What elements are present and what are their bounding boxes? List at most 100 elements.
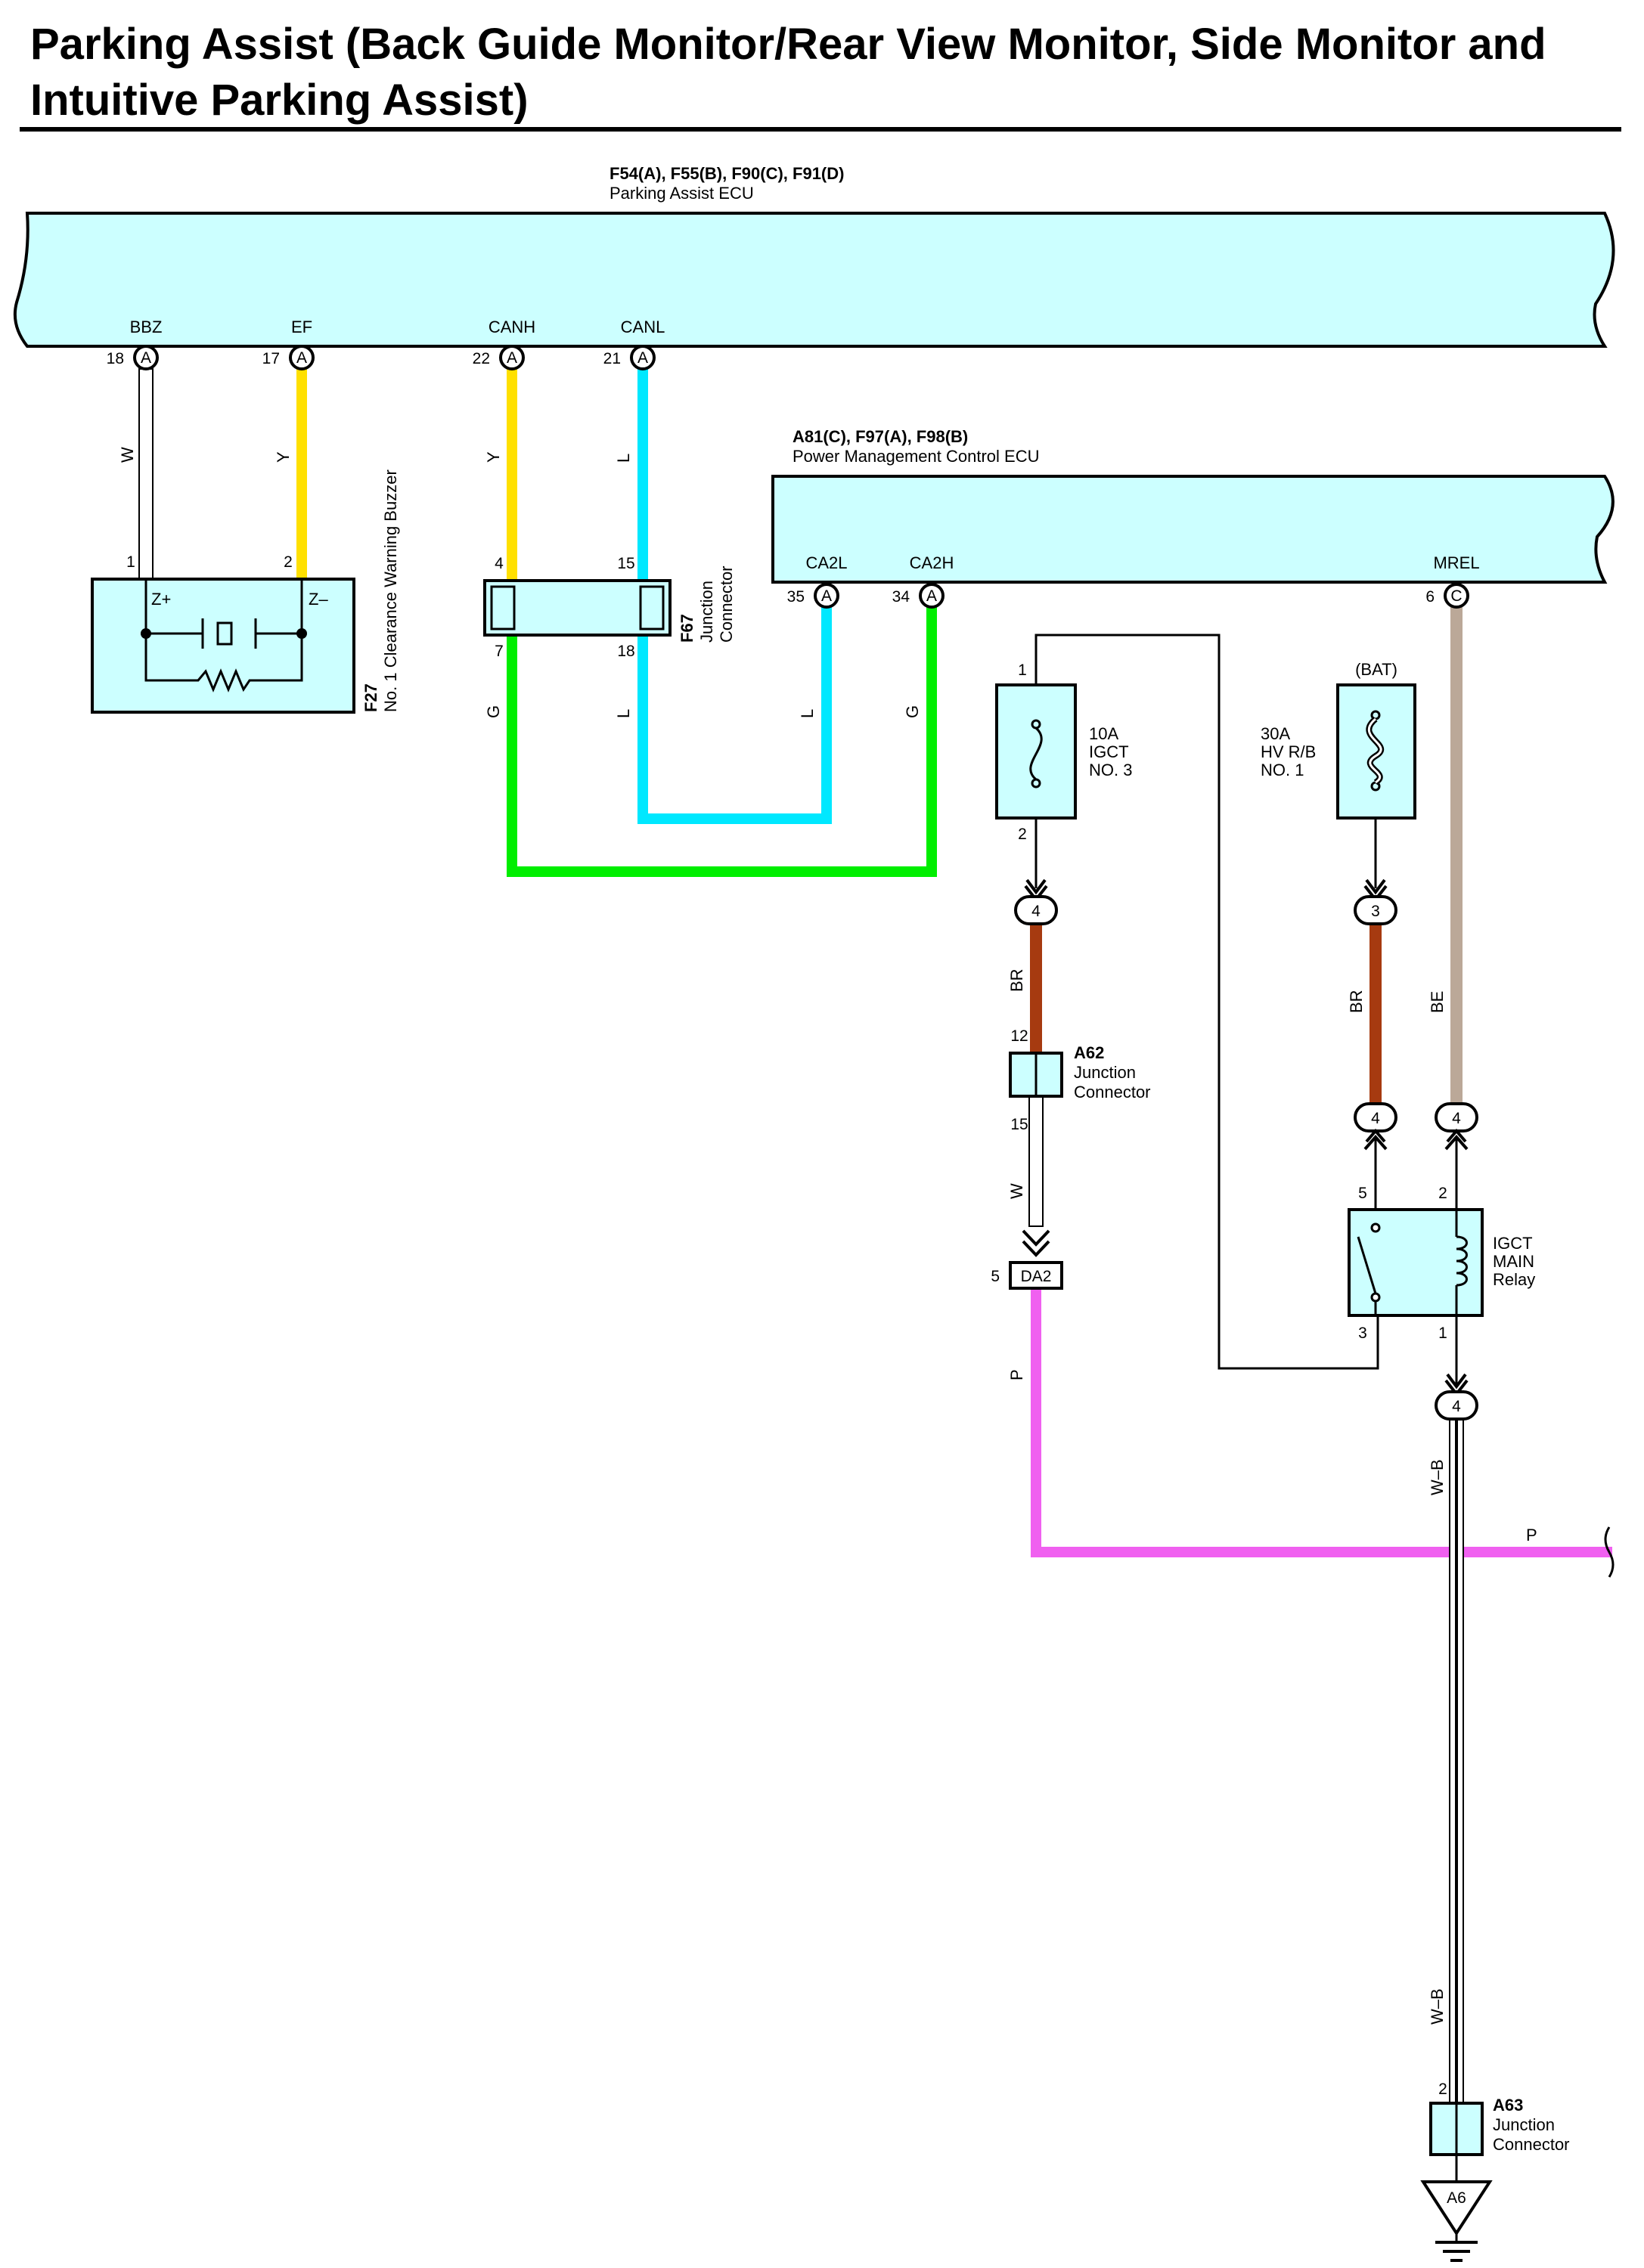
- wl-canh: Y: [484, 451, 503, 463]
- svg-text:21: 21: [603, 350, 621, 367]
- buzzer-f27: 1 2 Z+ Z–: [91, 553, 355, 714]
- svg-text:A: A: [637, 349, 648, 367]
- svg-text:Connector: Connector: [1493, 2135, 1570, 2154]
- wl-canl: L: [614, 454, 633, 463]
- pin-mrel: C 6: [1425, 583, 1469, 609]
- svg-text:2: 2: [1438, 2081, 1447, 2098]
- junction-code-relay-br: 4: [1354, 1102, 1397, 1210]
- wire-p-bus: [1031, 1288, 1612, 1557]
- svg-text:1: 1: [1018, 662, 1027, 679]
- pin-ef: A 17: [262, 345, 315, 370]
- pin-ca2l: A 35: [787, 583, 839, 609]
- svg-text:6: 6: [1425, 588, 1435, 606]
- pin-canh: A 22: [473, 345, 525, 370]
- svg-text:2: 2: [1018, 826, 1027, 843]
- svg-text:NO. 3: NO. 3: [1089, 761, 1132, 779]
- wire-bbz-w: [138, 368, 154, 580]
- svg-text:Junction: Junction: [1493, 2115, 1555, 2134]
- svg-text:IGCT: IGCT: [1089, 742, 1129, 761]
- svg-text:No. 1 Clearance Warning Buzzer: No. 1 Clearance Warning Buzzer: [381, 469, 400, 712]
- wire-g-loop: [507, 607, 937, 877]
- svg-text:DA2: DA2: [1021, 1268, 1052, 1285]
- svg-text:5: 5: [991, 1268, 1000, 1285]
- wl-hv-br: BR: [1347, 990, 1366, 1013]
- svg-text:A: A: [821, 587, 832, 605]
- svg-text:7: 7: [495, 643, 504, 660]
- svg-text:HV R/B: HV R/B: [1261, 742, 1316, 761]
- junction-code-fuse-igct: 4: [1014, 878, 1058, 925]
- page-title: Parking Assist (Back Guide Monitor/Rear …: [30, 20, 1546, 125]
- svg-text:A: A: [296, 349, 307, 367]
- fuse-hv-rb-no1: (BAT) 30A HV R/B NO. 1: [1261, 660, 1416, 888]
- svg-text:A: A: [507, 349, 517, 367]
- svg-text:A: A: [141, 349, 151, 367]
- pin-canl: A 21: [603, 345, 656, 370]
- term-ca2h-label: CA2H: [910, 553, 954, 572]
- power-ecu-box: [771, 475, 1615, 584]
- svg-text:MAIN: MAIN: [1493, 1252, 1534, 1271]
- svg-text:A6: A6: [1447, 2189, 1466, 2207]
- wl-ef: Y: [274, 451, 293, 463]
- svg-text:Relay: Relay: [1493, 1270, 1535, 1289]
- term-ca2l-label: CA2L: [805, 553, 847, 572]
- wl-f67-g: G: [484, 705, 503, 718]
- junction-f67: 4 15 7 18 F67 Junction Connector: [483, 555, 736, 660]
- relay-igct-main: 5 2 3 1 IGCT MAIN Relay: [1348, 1185, 1535, 1342]
- svg-text:Connector: Connector: [717, 565, 736, 643]
- svg-text:4: 4: [1031, 903, 1041, 920]
- wl-relay-wb-2: W–B: [1428, 1988, 1447, 2025]
- svg-text:18: 18: [617, 643, 634, 660]
- title-rule: [20, 127, 1621, 132]
- fuse-igct-no3: 1 2 10A IGCT NO. 3: [995, 662, 1132, 888]
- svg-text:Connector: Connector: [1074, 1083, 1151, 1101]
- wl-a62-w: W: [1007, 1183, 1026, 1199]
- svg-text:4: 4: [1452, 1398, 1461, 1415]
- svg-text:4: 4: [1452, 1110, 1461, 1127]
- junction-a62: 12 15 A62 Junction Connector: [1009, 1027, 1151, 1133]
- power-ecu-connectors: A81(C), F97(A), F98(B): [793, 427, 968, 446]
- connector-da2: DA2 5: [991, 1229, 1063, 1290]
- svg-text:C: C: [1450, 587, 1462, 605]
- junction-code-fuse-hv: 3: [1354, 878, 1397, 925]
- svg-text:34: 34: [892, 588, 910, 606]
- pin-bbz: A 18: [107, 345, 159, 370]
- wl-bus-p: P: [1526, 1526, 1537, 1545]
- junction-code-relay-out: 4: [1435, 1315, 1478, 1421]
- svg-text:5: 5: [1358, 1185, 1367, 1202]
- wl-ca2l: L: [798, 709, 817, 718]
- svg-text:12: 12: [1010, 1027, 1028, 1045]
- term-ef-label: EF: [291, 318, 312, 336]
- wl-ca2h: G: [903, 705, 922, 718]
- wire-l-loop: [637, 607, 832, 824]
- bus-p-end: [1604, 1526, 1615, 1578]
- svg-text:4: 4: [1371, 1110, 1380, 1127]
- term-canl-label: CANL: [621, 318, 665, 336]
- svg-text:22: 22: [473, 350, 490, 367]
- power-ecu-name: Power Management Control ECU: [793, 447, 1039, 466]
- svg-text:A62: A62: [1074, 1043, 1104, 1062]
- wl-bbz: W: [118, 447, 137, 463]
- svg-text:3: 3: [1371, 903, 1380, 920]
- wire-relay-to-fuse: [1034, 634, 1379, 1370]
- term-mrel-label: MREL: [1433, 553, 1479, 572]
- svg-text:15: 15: [617, 555, 634, 572]
- svg-text:Junction: Junction: [1074, 1063, 1136, 1082]
- wl-da2-p: P: [1007, 1369, 1026, 1380]
- parking-ecu-connectors: F54(A), F55(B), F90(C), F91(D): [610, 164, 844, 183]
- svg-text:18: 18: [107, 350, 124, 367]
- svg-text:Junction: Junction: [697, 581, 716, 643]
- parking-ecu-box: [13, 212, 1615, 348]
- wl-fuse-br: BR: [1007, 968, 1026, 992]
- wl-mrel-be: BE: [1428, 991, 1447, 1013]
- ground-a6: A6: [1420, 2155, 1493, 2262]
- svg-text:4: 4: [495, 555, 504, 572]
- svg-text:30A: 30A: [1261, 724, 1290, 743]
- parking-ecu-name: Parking Assist ECU: [610, 184, 754, 203]
- term-canh-label: CANH: [489, 318, 535, 336]
- svg-text:IGCT: IGCT: [1493, 1234, 1533, 1253]
- junction-code-relay-be: 4: [1435, 1102, 1478, 1210]
- svg-text:15: 15: [1010, 1116, 1028, 1133]
- wire-relay-wb: [1449, 1418, 1464, 2104]
- wl-f67-l: L: [614, 709, 633, 718]
